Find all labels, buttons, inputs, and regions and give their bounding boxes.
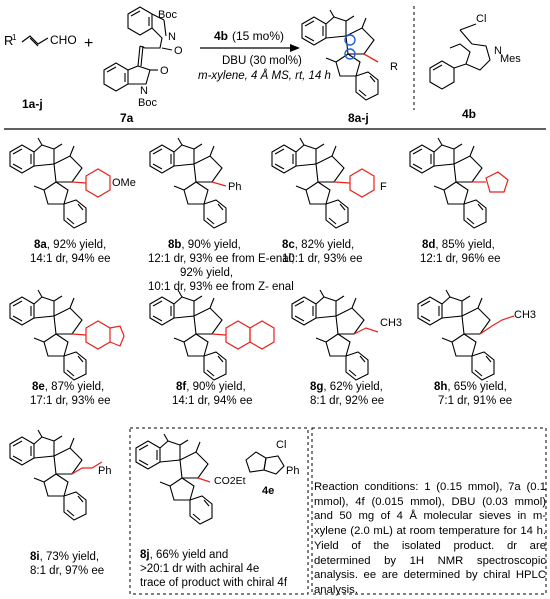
r1-sup: 1 xyxy=(12,33,17,42)
8j-caption-2: >20:1 dr with achiral 4e xyxy=(140,563,259,575)
8a-substituent: OMe xyxy=(112,177,136,189)
8f-caption: 8f, 90% yield, xyxy=(176,381,246,393)
product-8g-structure xyxy=(291,289,379,381)
8b-caption-3: 92% yield, xyxy=(180,267,233,279)
product-8j-box xyxy=(129,427,309,595)
8f-caption-2: 14:1 dr, 94% ee xyxy=(172,395,253,407)
product-8a-structure xyxy=(9,137,111,229)
dbu-condition: DBU (30 mol%) xyxy=(222,55,302,67)
8b-caption-2: 12:1 dr, 93% ee from E-enal; xyxy=(148,253,294,265)
reaction-arrow xyxy=(200,44,300,52)
catalyst-4b-label: 4b xyxy=(214,29,228,43)
8c-caption: 8c, 82% yield, xyxy=(282,239,354,251)
o-label-bottom: O xyxy=(160,65,169,77)
8g-substituent: CH3 xyxy=(380,317,402,329)
catalyst-4b-n: N xyxy=(494,45,502,57)
catalyst-4b-mes: Mes xyxy=(500,53,521,65)
8h-substituent: CH3 xyxy=(514,309,536,321)
8c-caption-2: 10:1 dr, 93% ee xyxy=(282,253,363,265)
catalyst-4b-cl: Cl xyxy=(476,13,486,25)
8i-caption: 8i, 73% yield, xyxy=(30,551,99,563)
8h-caption: 8h, 65% yield, xyxy=(434,381,507,393)
8e-caption: 8e, 87% yield, xyxy=(32,381,104,393)
product-8e-structure xyxy=(9,289,125,381)
product-8d-structure xyxy=(409,137,509,229)
conditions-box xyxy=(311,427,547,595)
8j-caption: 8j, 66% yield and xyxy=(140,549,228,561)
boc-label-bottom: Boc xyxy=(138,97,157,109)
reactant-7a-id: 7a xyxy=(120,111,134,125)
product-8c-structure xyxy=(271,137,375,229)
catalyst-4b-structure xyxy=(429,23,491,90)
8a-caption: 8a, 92% yield, xyxy=(34,239,106,251)
8j-substituent: CO2Et xyxy=(214,475,246,487)
8j-caption-3: trace of product with chiral 4f xyxy=(140,577,288,589)
4e-id: 4e xyxy=(262,485,274,497)
product-8h-structure xyxy=(417,289,515,381)
n-label-top: N xyxy=(168,31,176,43)
product-8aj-structure xyxy=(301,9,379,101)
reactant-1-id: 1a-j xyxy=(22,97,43,111)
catalyst-4e-structure xyxy=(245,451,285,475)
8g-caption-2: 8:1 dr, 92% ee xyxy=(310,395,384,407)
product-8j-structure xyxy=(135,433,213,525)
n-label-bottom: N xyxy=(140,85,148,97)
plus-sign: + xyxy=(84,35,93,52)
product-8i-structure xyxy=(9,429,103,521)
catalyst-4b-id: 4b xyxy=(462,107,476,121)
8b-caption: 8b, 90% yield, xyxy=(168,239,241,251)
8d-caption-2: 12:1 dr, 96% ee xyxy=(420,253,501,265)
o-label-top: O xyxy=(174,45,183,57)
8d-caption: 8d, 85% yield, xyxy=(422,239,495,251)
solvent-condition: m-xylene, 4 Å MS, rt, 14 h xyxy=(198,69,331,82)
boc-label-top: Boc xyxy=(158,9,177,21)
product-8aj-id: 8a-j xyxy=(348,111,369,125)
r1-label: R xyxy=(4,33,13,48)
4e-ph: Ph xyxy=(286,465,299,477)
isatylidene-reactant-7a xyxy=(103,6,173,92)
8a-caption-2: 14:1 dr, 94% ee xyxy=(30,253,111,265)
enal-reactant: R 1 CHO 1a-j xyxy=(4,33,77,111)
product-8b-structure xyxy=(149,137,227,229)
catalyst-loading: (15 mo%) xyxy=(232,29,284,43)
product-8f-structure xyxy=(149,289,275,381)
8h-caption-2: 7:1 dr, 91% ee xyxy=(438,395,512,407)
8c-substituent: F xyxy=(380,181,387,193)
8b-substituent: Ph xyxy=(228,181,241,193)
4e-cl: Cl xyxy=(276,439,286,451)
cho-group: CHO xyxy=(50,33,77,47)
8g-caption: 8g, 62% yield, xyxy=(310,381,383,393)
r1-product-label: R xyxy=(390,61,398,73)
8i-caption-2: 8:1 dr, 97% ee xyxy=(30,565,104,577)
8e-caption-2: 17:1 dr, 93% ee xyxy=(30,395,111,407)
reaction-conditions-text: Reaction conditions: 1 (0.15 mmol), 7a (… xyxy=(314,481,546,596)
8i-substituent: Ph xyxy=(98,465,111,477)
8b-caption-4: 10:1 dr, 93% ee from Z- enal xyxy=(148,281,294,293)
